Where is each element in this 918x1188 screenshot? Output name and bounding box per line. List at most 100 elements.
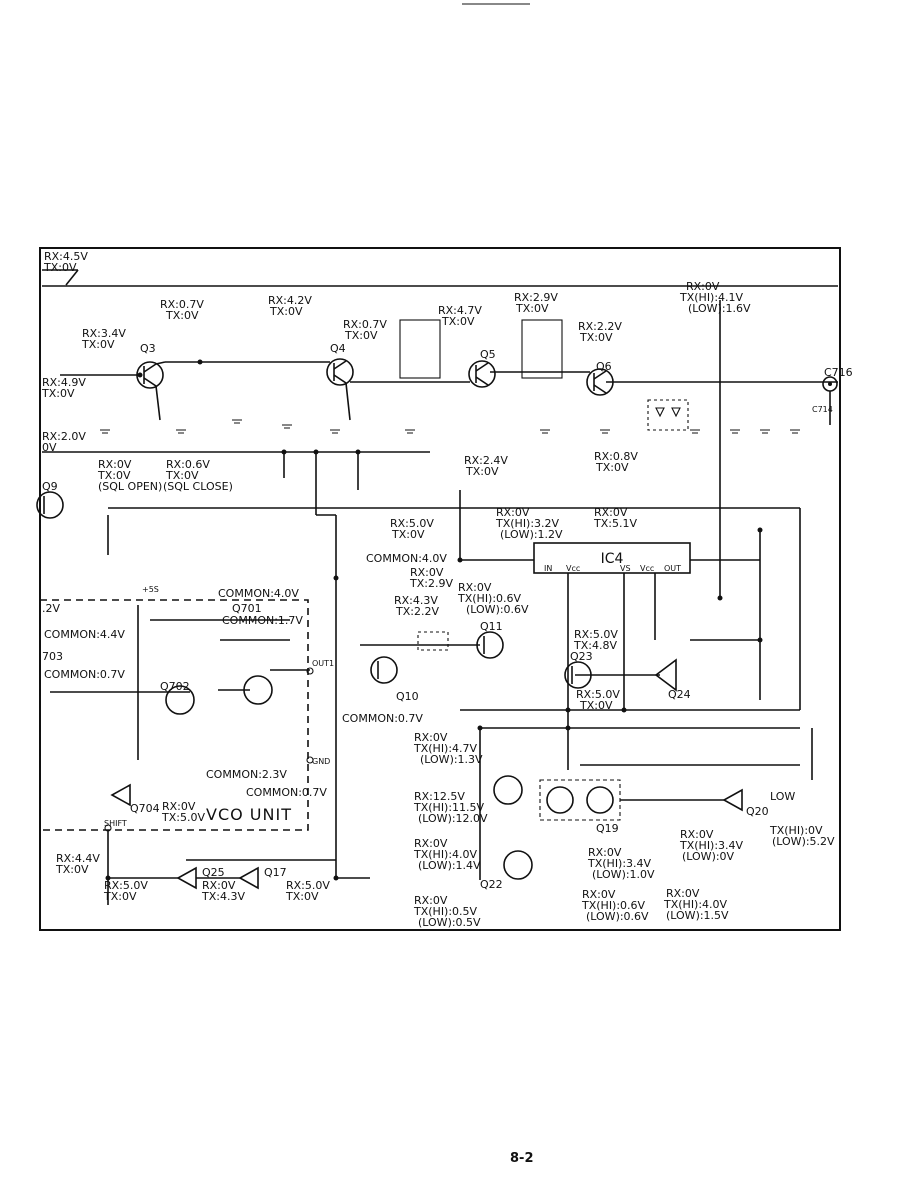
filter-l4 [521, 319, 563, 379]
label: TX:0V [465, 465, 499, 478]
schematic-frame [39, 247, 841, 931]
label: (LOW):1.0V [592, 868, 655, 881]
buffer-q17-q18 [107, 640, 370, 905]
designator: Q19 [596, 822, 619, 835]
ground-row [100, 419, 800, 434]
label: COMMON:2.3V [206, 768, 287, 781]
label: TX(HI):4.7V [413, 742, 478, 755]
label: (LOW):5.2V [772, 835, 835, 848]
label: TX:5.0V [161, 811, 205, 824]
label: COMMON:4.4V [44, 628, 125, 641]
transistor-q5 [468, 360, 496, 388]
designator: Q17 [264, 866, 287, 879]
label: TX:0V [165, 309, 199, 322]
vco-internal [50, 605, 314, 832]
transistor-q19 [493, 775, 523, 805]
diode-pair-d2-d3 [647, 399, 689, 431]
ic4-block: IC4 IN Vcc VS Vcc OUT [533, 542, 691, 574]
vco-shift: SHIFT [104, 819, 127, 828]
label: RX:4.4V [56, 852, 100, 865]
label: TX:0V [103, 890, 137, 903]
designator: Q20 [746, 805, 769, 818]
filter-l3 [399, 319, 441, 379]
transistor-q9 [36, 491, 64, 519]
label: RX:5.0V [574, 628, 618, 641]
label: RX:0V [410, 566, 444, 579]
label: RX:0V [414, 837, 448, 850]
pair-q20 [539, 779, 621, 821]
label: (LOW):0.6V [586, 910, 649, 923]
label: TX:0V [55, 863, 89, 876]
label: TX(HI):3.2V [495, 517, 560, 530]
label: TX(HI):0V [769, 824, 823, 837]
label: TX:0V [595, 461, 629, 474]
component-designators: Q3 Q4 Q5 Q6 Q9 Q10 Q11 Q19 Q20 Q22 Q23 Q… [42, 342, 853, 891]
label: TX:0V [269, 305, 303, 318]
label: RX:2.0V [42, 430, 86, 443]
ic4-label: IC4 [601, 551, 624, 567]
label: (LOW):0.5V [418, 916, 481, 929]
label: (LOW):0V [682, 850, 735, 863]
ic4-pin-out: OUT [664, 564, 681, 573]
label: (LOW):1.4V [418, 859, 481, 872]
label: COMMON:0.7V [342, 712, 423, 725]
label: TX:4.3V [201, 890, 245, 903]
ic4-pin-vs: VS [620, 564, 631, 573]
designator: Q23 [570, 650, 593, 663]
antenna-jack [822, 376, 838, 425]
label: RX:4.3V [394, 594, 438, 607]
vco-q702: Q702 [160, 680, 190, 693]
label: TX:5.1V [593, 517, 637, 530]
ic4-pin-vcc2: Vcc [640, 564, 654, 573]
label: TX(HI):11.5V [413, 801, 485, 814]
label: RX:0V [686, 280, 720, 293]
vco-unit-box [39, 599, 309, 831]
label: RX:0.8V [594, 450, 638, 463]
label: TX:0V [515, 302, 549, 315]
label: RX:0.7V [343, 318, 387, 331]
vco-q704: Q704 [130, 802, 160, 815]
label: RX:0V [588, 846, 622, 859]
transistor-q701 [243, 675, 273, 705]
label: TX:0V [344, 329, 378, 342]
label: RX:0.6V [166, 458, 210, 471]
label: RX:0.7V [160, 298, 204, 311]
designator: Q5 [480, 348, 496, 361]
ic4-pin-in: IN [544, 564, 552, 573]
label: TX(HI):0.6V [457, 592, 522, 605]
label: TX:0V [391, 528, 425, 541]
vco-q701: Q701 [232, 602, 262, 615]
amplifier-q22 [722, 788, 743, 812]
label: (LOW):1.3V [420, 753, 483, 766]
label: (LOW):1.6V [688, 302, 751, 315]
label: RX:0V [458, 581, 492, 594]
diode-d5 [417, 631, 449, 651]
diode-glyphs [655, 407, 681, 418]
label: TX:0V [579, 699, 613, 712]
transistor-q4 [326, 358, 354, 421]
label: (LOW):0.6V [466, 603, 529, 616]
label: TX:0V [81, 338, 115, 351]
ic4-pin-vcc1: Vcc [566, 564, 580, 573]
label: TX(HI):0.6V [581, 899, 646, 912]
label: COMMON:4.0V [218, 587, 299, 600]
label: TX:0V [579, 331, 613, 344]
label: (SQL OPEN) [98, 480, 162, 493]
label: RX:5.0V [576, 688, 620, 701]
label: (LOW):1.2V [500, 528, 563, 541]
transistor-q24 [564, 661, 592, 689]
amplifier-q704 [110, 783, 131, 807]
designator: Q9 [42, 480, 58, 493]
label: .2V [42, 602, 60, 615]
designator: Q4 [330, 342, 346, 355]
rf-signal-path [42, 361, 838, 453]
designator: Q25 [202, 866, 225, 879]
label: RX:12.5V [414, 790, 465, 803]
transistor-q702 [165, 685, 195, 715]
label: RX:4.7V [438, 304, 482, 317]
label: TX:2.9V [409, 577, 453, 590]
label: RX:0V [98, 458, 132, 471]
label: TX:0V [165, 469, 199, 482]
label: RX:0V [582, 888, 616, 901]
